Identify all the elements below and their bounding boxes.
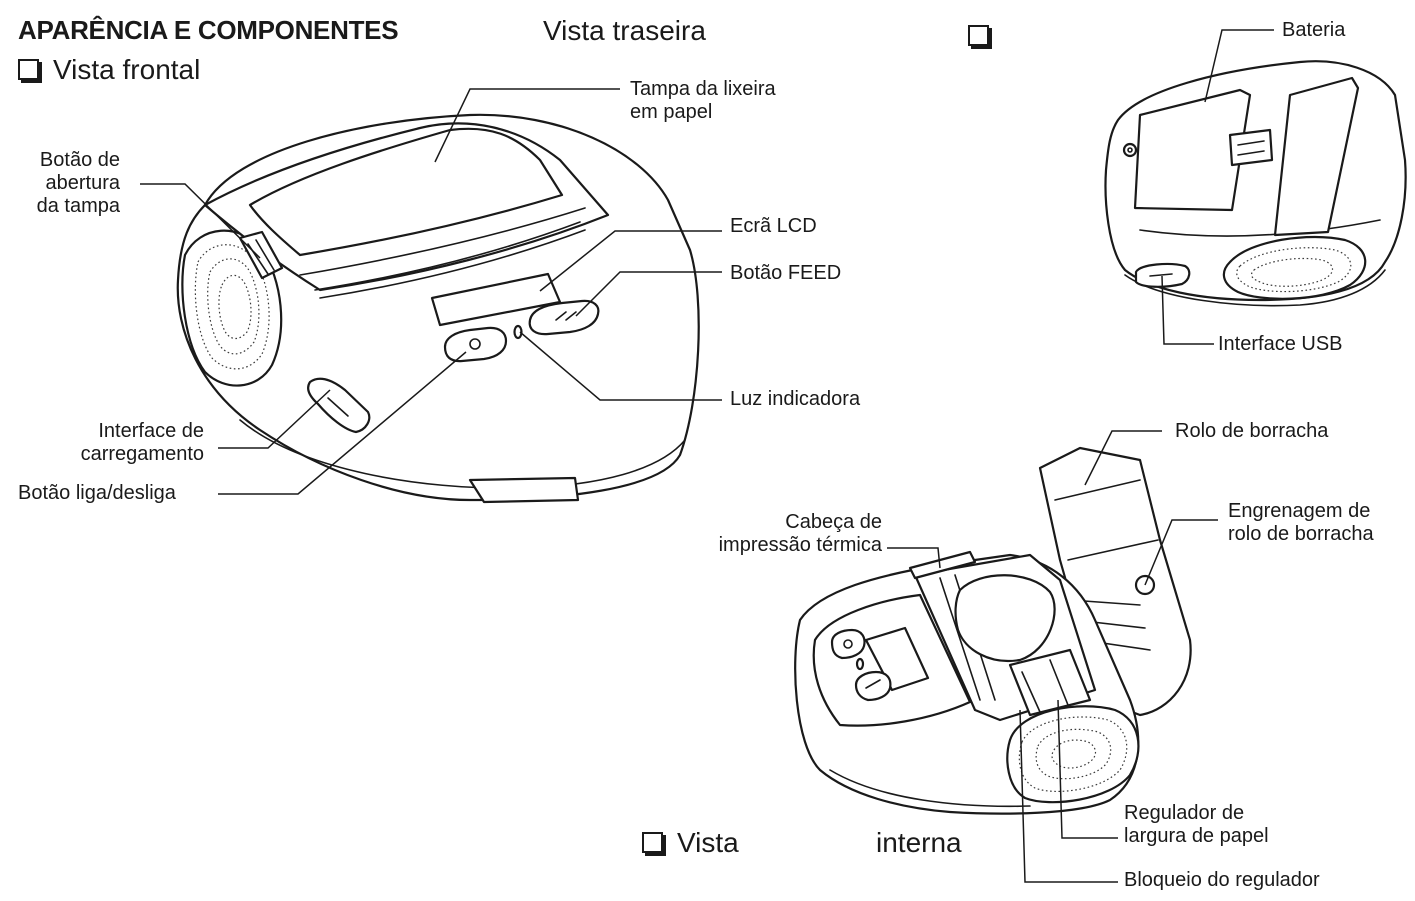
label-power-button: Botão liga/desliga xyxy=(18,482,176,505)
label-battery: Bateria xyxy=(1282,19,1345,42)
checkbox-icon xyxy=(968,25,989,46)
inner-view-heading: Vista xyxy=(642,827,739,859)
front-view-heading: Vista frontal xyxy=(18,54,200,86)
label-rubber-roller: Rolo de borracha xyxy=(1175,420,1328,443)
inner-view-label-2: interna xyxy=(876,827,962,859)
checkbox-icon xyxy=(18,59,39,80)
back-view-printer xyxy=(1106,61,1406,305)
back-view-heading: Vista traseira xyxy=(543,15,706,47)
label-feed-button: Botão FEED xyxy=(730,262,841,285)
label-lcd-screen: Ecrã LCD xyxy=(730,215,817,238)
label-indicator-light: Luz indicadora xyxy=(730,388,860,411)
section-title: APARÊNCIA E COMPONENTES xyxy=(18,15,398,46)
front-view-printer xyxy=(178,115,699,502)
checkbox-icon xyxy=(642,832,663,853)
inner-view-label-1: Vista xyxy=(677,827,739,858)
label-usb-interface: Interface USB xyxy=(1218,333,1343,356)
inner-view-printer xyxy=(795,448,1190,814)
back-view-checkbox xyxy=(968,25,1003,50)
label-regulator-lock: Bloqueio do regulador xyxy=(1124,869,1320,892)
front-view-label: Vista frontal xyxy=(53,54,200,85)
